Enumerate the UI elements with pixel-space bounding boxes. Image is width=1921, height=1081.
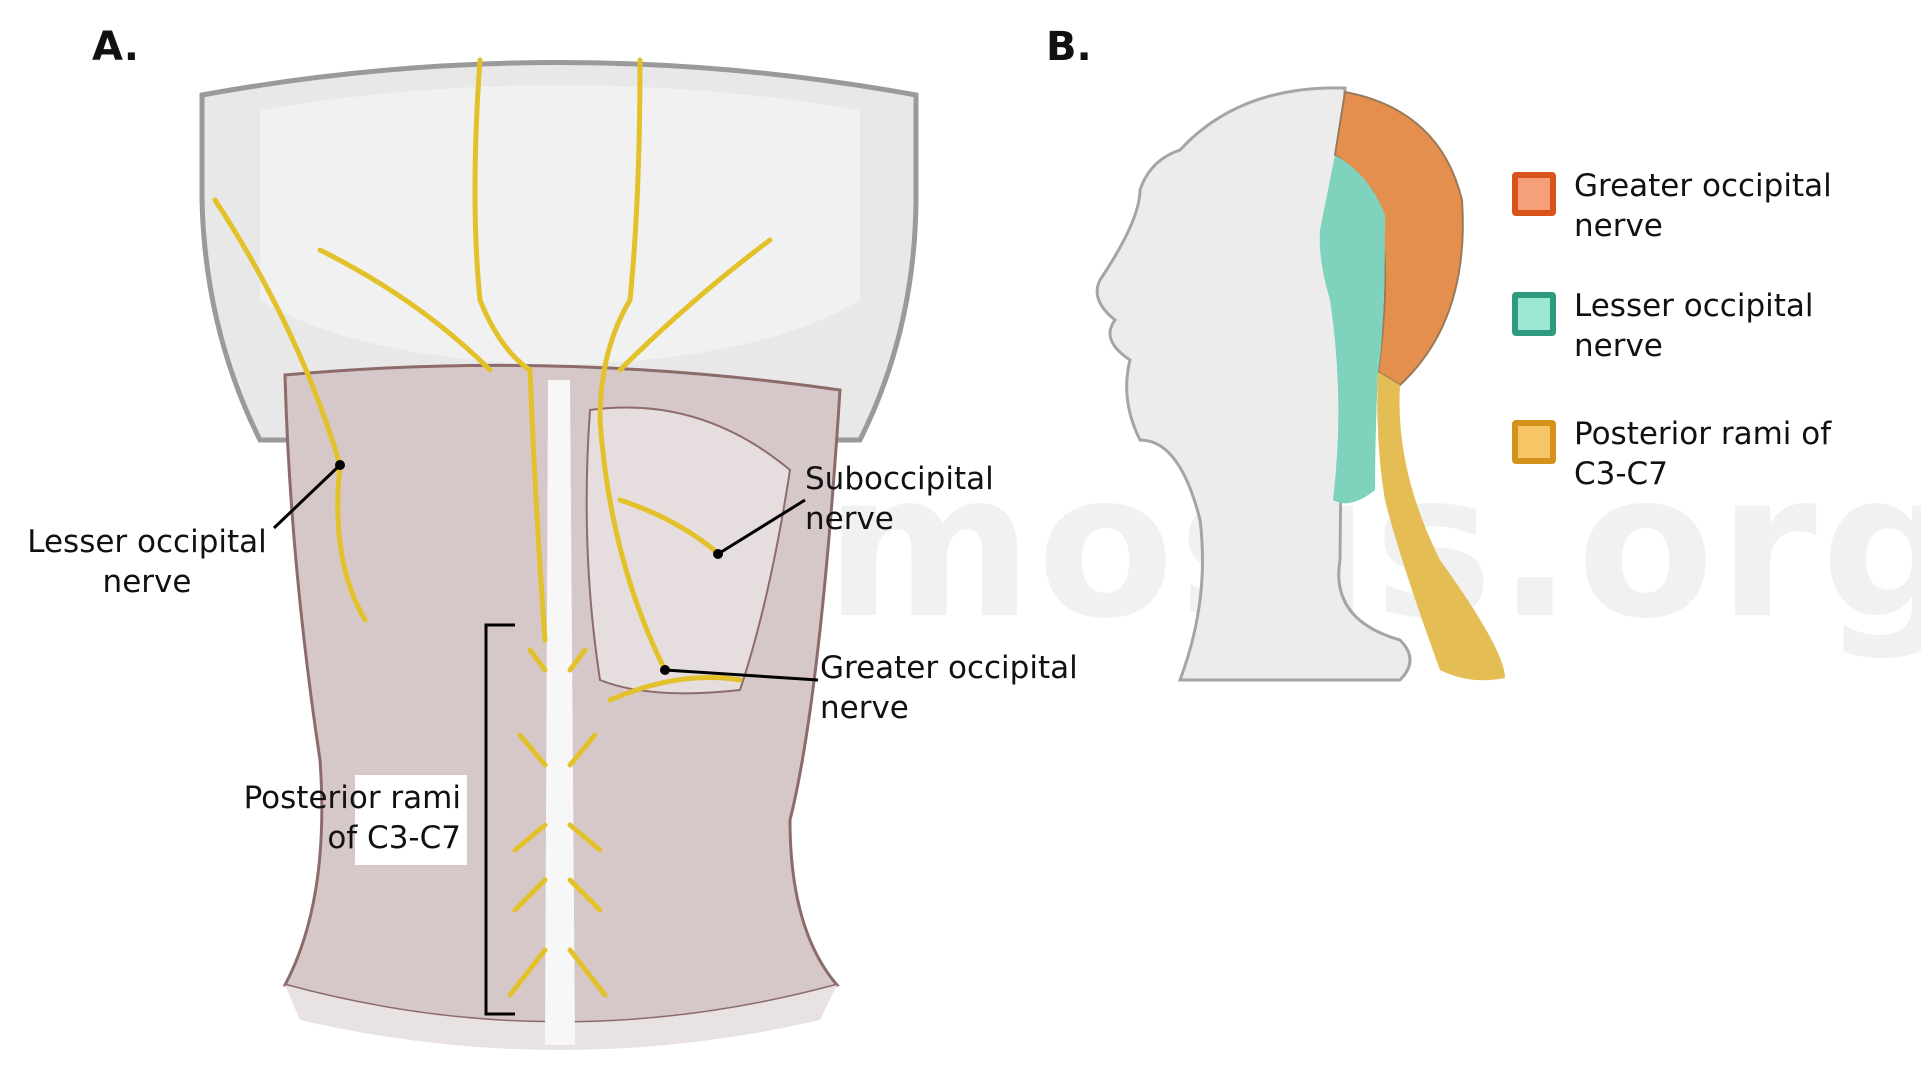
greater-occipital-nerve-right <box>597 57 668 673</box>
neck-base <box>285 985 837 1050</box>
suboccipital-nerve <box>617 497 723 558</box>
lesser-occipital-nerve <box>212 197 368 623</box>
suboccipital-triangle <box>585 406 792 695</box>
nerves <box>212 57 773 998</box>
legend-swatch <box>1512 172 1556 216</box>
posterior-rami-bracket <box>484 623 515 1016</box>
legend-swatch <box>1512 420 1556 464</box>
panel-b-label: B. <box>1046 24 1092 70</box>
panel-a-label: A. <box>92 24 139 70</box>
skull-highlight <box>260 85 860 365</box>
spine-midline <box>545 380 575 1045</box>
region-lesser-occipital <box>1319 155 1385 504</box>
region-posterior-rami <box>1377 372 1505 681</box>
legend-swatch <box>1512 292 1556 336</box>
greater-occipital-nerve-left <box>472 57 548 643</box>
